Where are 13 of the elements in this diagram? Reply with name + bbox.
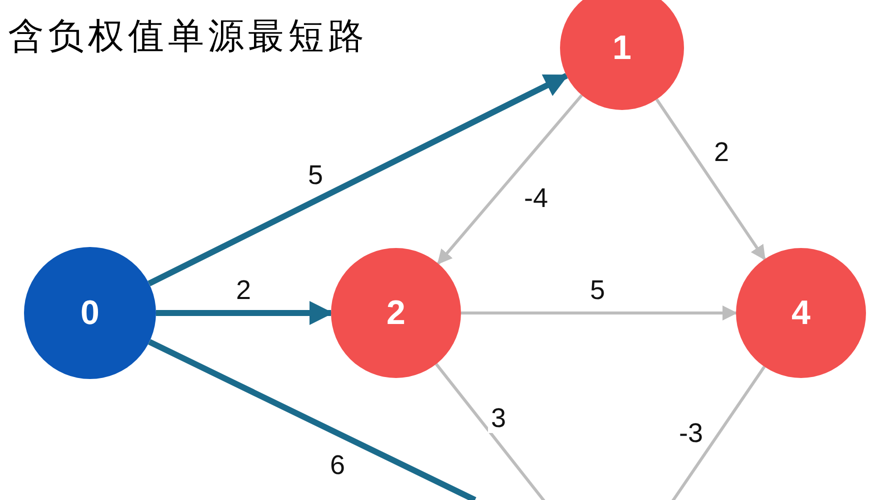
vertex-circle: 1 <box>560 0 684 110</box>
vertex-circle: 0 <box>24 247 156 379</box>
arrow <box>156 301 334 325</box>
edge-line <box>670 366 766 500</box>
arrow <box>148 72 569 286</box>
edge-line <box>148 339 476 500</box>
arrow <box>655 98 766 260</box>
vertex-circle: 4 <box>736 248 866 378</box>
arrow <box>461 306 738 320</box>
title: 含负权值单源最短路 <box>8 15 368 59</box>
vertex-circle: 2 <box>331 248 461 378</box>
edge-line <box>435 363 546 500</box>
arrow <box>437 94 583 265</box>
